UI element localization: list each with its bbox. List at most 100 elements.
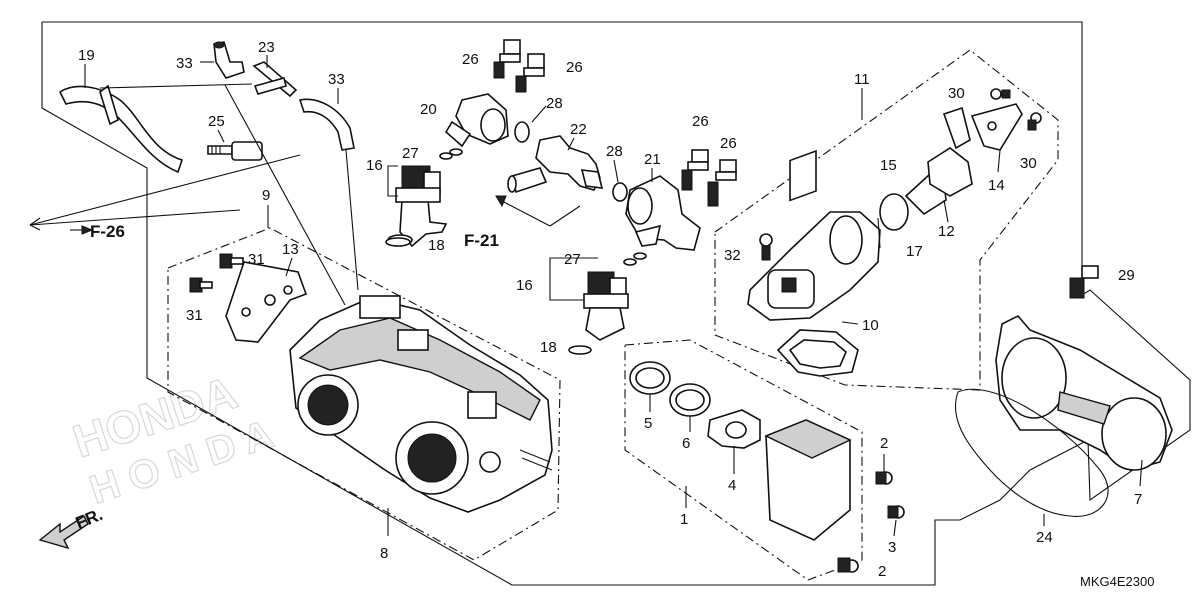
injector-16a xyxy=(387,165,448,248)
throttle-body-8 xyxy=(289,295,553,513)
label-32: 32 xyxy=(724,247,741,264)
bolt-31a xyxy=(219,253,244,269)
o-ring-27b xyxy=(623,252,647,266)
label-4: 4 xyxy=(728,477,736,494)
leader-7 xyxy=(1139,459,1143,487)
leader-17 xyxy=(877,217,881,249)
ref-arrow-f21 xyxy=(495,195,581,227)
leader-14 xyxy=(997,149,1001,173)
leader-3 xyxy=(893,519,897,537)
label-2a: 2 xyxy=(880,435,888,452)
watermark: HONDA H O N D A xyxy=(66,365,279,513)
label-27a: 27 xyxy=(402,145,419,162)
port-20 xyxy=(444,93,509,148)
hose-link xyxy=(99,83,253,89)
bolt-31b xyxy=(189,277,213,293)
label-11: 11 xyxy=(854,71,870,88)
label-16b: 16 xyxy=(516,277,533,294)
label-7: 7 xyxy=(1134,491,1142,508)
label-30b: 30 xyxy=(1020,155,1037,172)
label-17: 17 xyxy=(906,243,923,260)
o-ring-5 xyxy=(629,361,671,395)
screw-2b xyxy=(837,557,859,573)
joint-23 xyxy=(252,61,298,98)
hose-19 xyxy=(58,84,184,174)
bracket-13 xyxy=(225,261,308,343)
screw-30a xyxy=(990,88,1011,100)
assembly-frame-9 xyxy=(167,227,561,561)
label-20: 20 xyxy=(420,101,437,118)
leader-10 xyxy=(841,321,859,325)
label-26c: 26 xyxy=(692,113,709,130)
bolt-26b xyxy=(515,53,545,93)
gasket-4 xyxy=(707,409,761,449)
elbow-33a xyxy=(213,41,245,79)
port-21 xyxy=(625,175,701,251)
label-10: 10 xyxy=(862,317,879,334)
label-30a: 30 xyxy=(948,85,965,102)
leader-13 xyxy=(285,257,293,277)
fr-arrow xyxy=(38,514,89,550)
housing-17 xyxy=(747,211,881,321)
sensor-box-1 xyxy=(764,149,852,541)
label-26a: 26 xyxy=(462,51,479,68)
label-3: 3 xyxy=(888,539,896,556)
leader-28a xyxy=(531,105,547,123)
screw-32 xyxy=(759,233,773,261)
label-33b: 33 xyxy=(328,71,345,88)
label-1: 1 xyxy=(680,511,688,528)
leader-25 xyxy=(217,129,225,143)
bolt-26d xyxy=(707,159,737,207)
label-12: 12 xyxy=(938,223,955,240)
label-18a: 18 xyxy=(428,237,445,254)
label-23: 23 xyxy=(258,39,275,56)
injector-16b xyxy=(583,271,629,341)
bolt-25 xyxy=(207,141,263,161)
bracket-16a xyxy=(387,165,398,197)
screw-3 xyxy=(887,505,905,519)
bolt-29 xyxy=(1069,265,1099,299)
label-26d: 26 xyxy=(720,135,737,152)
ref-arrow-f26 xyxy=(29,154,301,235)
o-ring-18a xyxy=(385,237,411,247)
assembly-frame-11 xyxy=(714,49,1059,391)
leader-22 xyxy=(567,137,575,151)
o-ring-6 xyxy=(669,383,711,417)
screw-30b xyxy=(1027,112,1042,131)
o-ring-27a xyxy=(439,148,463,160)
leader-28b xyxy=(613,159,619,183)
label-29: 29 xyxy=(1118,267,1135,284)
label-33a: 33 xyxy=(176,55,193,72)
route-line-b xyxy=(345,149,359,291)
screw-2a xyxy=(875,471,893,485)
label-26b: 26 xyxy=(566,59,583,76)
label-5: 5 xyxy=(644,415,652,432)
leader-12 xyxy=(943,199,949,223)
route-line-a xyxy=(224,84,346,306)
bolt-26c xyxy=(681,149,709,191)
label-14: 14 xyxy=(988,177,1005,194)
label-24: 24 xyxy=(1036,529,1053,546)
label-31a: 31 xyxy=(248,251,265,268)
label-15: 15 xyxy=(880,157,897,174)
assembly-frame-1 xyxy=(624,339,863,581)
label-16a: 16 xyxy=(366,157,383,174)
label-6: 6 xyxy=(682,435,690,452)
o-ring-28b xyxy=(612,182,628,202)
gasket-10 xyxy=(776,329,859,377)
label-25: 25 xyxy=(208,113,225,130)
o-ring-15 xyxy=(879,193,909,231)
label-18b: 18 xyxy=(540,339,557,356)
diagram-code: MKG4E2300 xyxy=(1080,574,1154,589)
label-2b: 2 xyxy=(878,563,886,580)
o-ring-28a xyxy=(514,121,530,143)
label-28b: 28 xyxy=(606,143,623,160)
ref-label-f26: F-26 xyxy=(90,222,125,241)
ref-label-f21: F-21 xyxy=(464,231,499,250)
label-28a: 28 xyxy=(546,95,563,112)
bracket-16b xyxy=(549,257,598,301)
label-21: 21 xyxy=(644,151,661,168)
sensor-12 xyxy=(904,106,973,216)
